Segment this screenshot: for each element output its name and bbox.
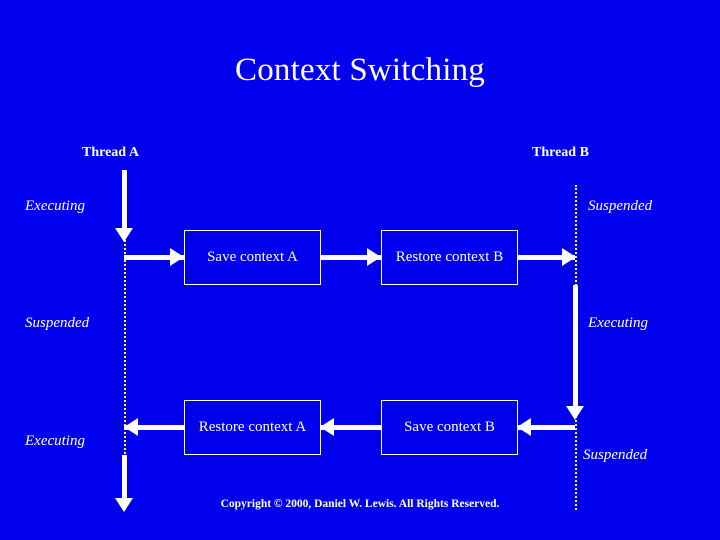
column-heading-thread-b: Thread B: [532, 145, 589, 160]
arrow-right-icon-to-thread-b: [562, 248, 576, 266]
copyright-notice: Copyright © 2000, Daniel W. Lewis. All R…: [220, 498, 500, 510]
flow-line-a-top: [122, 170, 127, 230]
state-label-a-suspended: Suspended: [25, 315, 90, 331]
flow-line-b-middle: [573, 285, 578, 410]
arrow-left-icon-to-save-b: [517, 418, 531, 436]
box-restore-context-a: Restore context A: [184, 400, 321, 455]
timeline-thread-a: [124, 185, 126, 510]
arrow-left-icon-to-thread-a: [124, 418, 138, 436]
flow-line-save-b-to-restore-a: [321, 425, 381, 430]
flow-line-b-to-save-b: [518, 425, 575, 430]
box-save-context-a: Save context A: [184, 230, 321, 285]
flow-line-a-bottom: [122, 455, 127, 500]
arrow-right-icon-to-save-a: [170, 248, 184, 266]
flow-line-a-to-save-a: [124, 255, 184, 260]
arrow-down-icon-b-middle: [566, 406, 584, 420]
arrow-down-icon-a-bottom: [115, 498, 133, 512]
state-label-b-suspended: Suspended: [588, 198, 653, 214]
arrow-down-icon-a-top: [115, 228, 133, 242]
flow-line-restore-a-to-a: [124, 425, 184, 430]
column-heading-thread-a: Thread A: [82, 145, 139, 160]
state-label-b-executing: Executing: [588, 315, 648, 331]
box-restore-context-b: Restore context B: [381, 230, 518, 285]
arrow-right-icon-to-restore-b: [367, 248, 381, 266]
box-save-context-b: Save context B: [381, 400, 518, 455]
state-label-a-executing: Executing: [25, 198, 85, 214]
state-label-a-executing-2: Executing: [25, 433, 85, 449]
arrow-left-icon-to-restore-a: [320, 418, 334, 436]
page-title: Context Switching: [235, 52, 485, 88]
flow-line-restore-b-to-b: [518, 255, 575, 260]
state-label-b-suspended-2: Suspended: [583, 447, 648, 463]
flow-line-save-a-to-restore-b: [321, 255, 381, 260]
